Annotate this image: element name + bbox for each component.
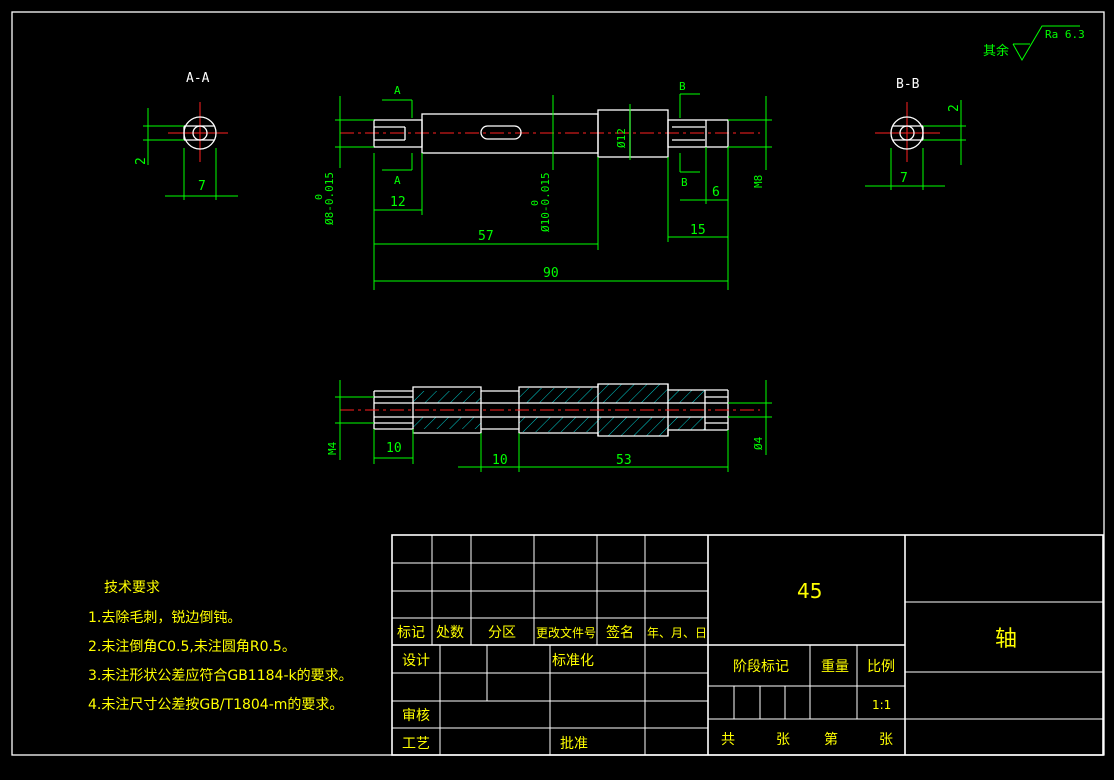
len90-dim: 90: [543, 266, 559, 281]
technical-requirements: 技术要求 1.去除毛刺，锐边倒钝。 2.未注倒角C0.5,未注圆角R0.5。 3…: [88, 580, 353, 713]
tech-req-title: 技术要求: [104, 580, 160, 596]
tech-req-item: 2.未注倒角C0.5,未注圆角R0.5。: [88, 639, 296, 655]
len57-dim: 57: [478, 229, 494, 244]
tb-header: 年、月、日: [647, 626, 707, 640]
d12-dim: Ø12: [615, 128, 628, 148]
m4-dim: M4: [326, 441, 339, 455]
aa-width-dim: 7: [198, 179, 206, 194]
tb-sheet-no: 第: [824, 731, 838, 748]
cut-mark-b-bottom: B: [681, 176, 688, 189]
d10-dim: Ø10-0.015: [539, 172, 552, 232]
section-bb: B-B 2 7: [865, 77, 966, 190]
cut-mark-a-bottom: A: [394, 174, 401, 187]
m8-dim: M8: [752, 175, 765, 188]
tb-header: 更改文件号: [536, 625, 596, 640]
section-bb-label: B-B: [896, 77, 920, 92]
len6-dim: 6: [712, 185, 720, 200]
surface-note-text: 其余: [983, 43, 1009, 59]
roughness-value: Ra 6.3: [1045, 28, 1085, 41]
tb-part-name: 轴: [995, 627, 1017, 652]
tb-check: 审核: [402, 708, 430, 724]
surface-roughness-symbol: 其余 Ra 6.3: [983, 25, 1085, 62]
tb-sheet-unit: 张: [879, 732, 893, 748]
d8-upper-dev: 0: [314, 194, 325, 200]
title-block: 标记 处数 分区 更改文件号 签名 年、月、日 设计 标准化 审核 工艺 批准 …: [391, 534, 1104, 756]
len15-dim: 15: [690, 223, 706, 238]
shaft-section-view: M4 10 10 53 Ø4: [326, 380, 772, 472]
section-aa: A-A 2 7: [134, 71, 238, 200]
tb-sheet-unit: 张: [776, 732, 790, 748]
shaft-front-view: A A B B Ø8-0.015 0 Ø10-0.015 0 Ø12 M8 12: [314, 80, 772, 290]
tb-total: 共: [721, 732, 735, 748]
bb-depth-dim: 2: [947, 104, 962, 112]
tb-standard: 标准化: [552, 653, 594, 669]
tb-header: 处数: [436, 625, 464, 641]
tb-header: 分区: [488, 625, 516, 641]
len10a-dim: 10: [386, 441, 402, 456]
tb-approve: 批准: [560, 736, 588, 752]
d4-dim: Ø4: [752, 436, 765, 450]
tech-req-item: 4.未注尺寸公差按GB/T1804-m的要求。: [88, 697, 343, 713]
len53-dim: 53: [616, 453, 632, 468]
cut-mark-b-top: B: [679, 80, 686, 93]
tb-material: 45: [797, 579, 822, 603]
tb-stage-mark: 阶段标记: [733, 659, 789, 675]
tech-req-item: 1.去除毛刺，锐边倒钝。: [88, 610, 241, 626]
len10b-dim: 10: [492, 453, 508, 468]
cut-mark-a-top: A: [394, 84, 401, 97]
tb-weight: 重量: [821, 659, 849, 675]
tech-req-item: 3.未注形状公差应符合GB1184-k的要求。: [88, 667, 353, 684]
tb-header: 签名: [606, 624, 634, 641]
tb-scale-label: 比例: [867, 659, 895, 675]
tb-design: 设计: [402, 653, 430, 669]
tb-header: 标记: [397, 625, 425, 641]
len12-dim: 12: [390, 195, 406, 210]
d8-dim: Ø8-0.015: [323, 172, 336, 225]
tb-process: 工艺: [402, 736, 430, 752]
aa-depth-dim: 2: [134, 157, 149, 165]
d10-upper-dev: 0: [530, 200, 541, 206]
section-aa-label: A-A: [186, 71, 210, 86]
bb-width-dim: 7: [900, 171, 908, 186]
tb-scale: 1:1: [872, 698, 891, 712]
